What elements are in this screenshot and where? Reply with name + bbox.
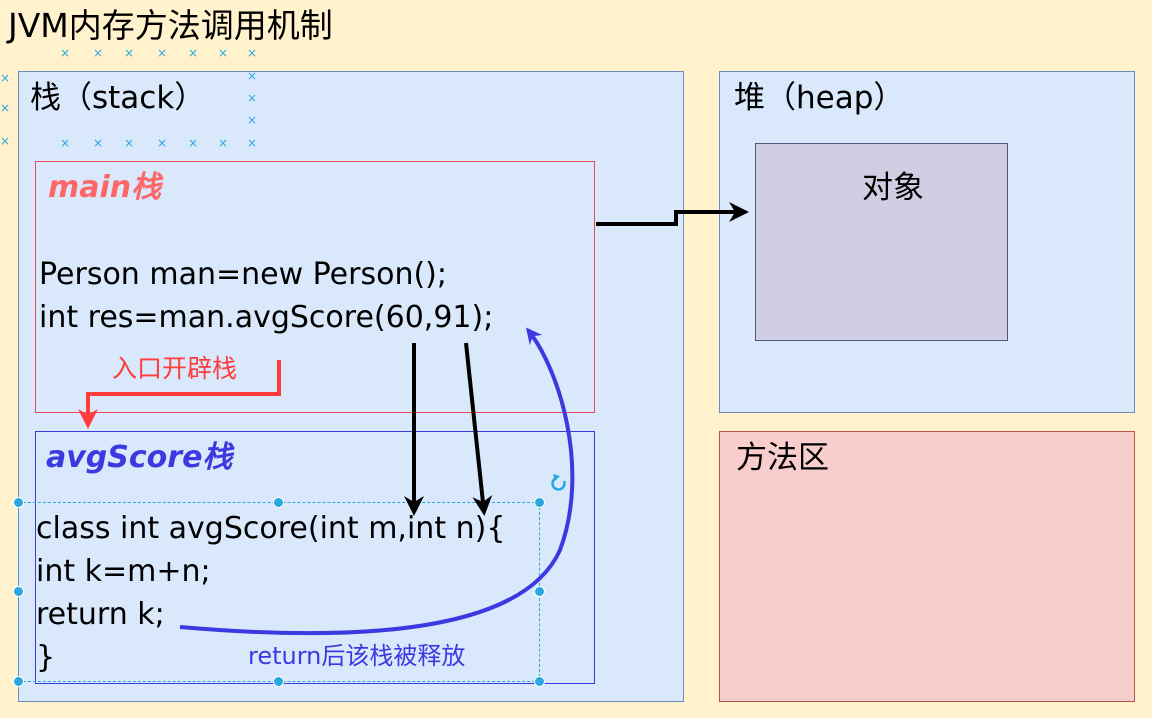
avgscore-frame-title: avgScore栈 [46,440,233,475]
object-label: 对象 [862,170,924,206]
svg-text:×: × [60,136,70,150]
resize-handle[interactable] [13,676,24,687]
entry-note: 入口开辟栈 [112,354,238,383]
svg-text:×: × [60,46,70,60]
svg-text:×: × [188,46,198,60]
svg-text:×: × [247,136,257,150]
release-note: return后该栈被释放 [248,642,466,670]
svg-text:×: × [157,136,167,150]
avgscore-code-line: class int avgScore(int m,int n){ [36,511,506,546]
rotate-icon[interactable] [551,474,566,491]
resize-handle[interactable] [273,676,284,687]
svg-text:×: × [218,136,228,150]
avgscore-code-line: int k=m+n; [36,554,211,589]
resize-handle[interactable] [13,497,24,508]
svg-text:×: × [124,46,134,60]
main-frame-title: main栈 [48,170,162,205]
return-arrow[interactable] [179,327,575,636]
resize-handle[interactable] [534,497,545,508]
x-marker-icon: × × × × × × × × × × × × × × × × × × × × [0,46,257,150]
svg-text:×: × [0,71,10,85]
svg-text:×: × [0,134,10,148]
object-box[interactable] [755,143,1008,341]
resize-handle[interactable] [534,676,545,687]
resize-handle[interactable] [534,586,545,597]
svg-text:×: × [247,91,257,105]
main-code-line: Person man=new Person(); [39,257,447,292]
method-area-label: 方法区 [736,440,829,476]
stack-label: 栈（stack） [30,80,206,116]
resize-handle[interactable] [273,497,284,508]
svg-text:×: × [188,136,198,150]
resize-handle[interactable] [13,586,24,597]
svg-text:×: × [157,46,167,60]
arg-arrow-n[interactable] [464,342,493,516]
stack-region[interactable] [18,71,684,702]
avgscore-stack-frame[interactable] [35,431,595,684]
heap-label: 堆（heap） [734,80,905,116]
svg-text:×: × [93,46,103,60]
svg-text:×: × [247,69,257,83]
svg-text:×: × [124,136,134,150]
svg-text:×: × [218,46,228,60]
method-area-region[interactable] [719,431,1135,702]
diagram-title: JVM内存方法调用机制 [8,6,333,45]
main-to-object-arrow[interactable] [596,202,749,226]
main-code-line: int res=man.avgScore(60,91); [39,300,494,335]
svg-text:×: × [93,136,103,150]
svg-text:×: × [247,46,257,60]
avgscore-code-line: return k; [36,597,165,632]
entry-arrow[interactable] [78,360,281,429]
main-stack-frame[interactable] [35,161,595,413]
avgscore-code-line: } [36,640,56,675]
svg-text:×: × [247,113,257,127]
svg-text:×: × [0,101,10,115]
